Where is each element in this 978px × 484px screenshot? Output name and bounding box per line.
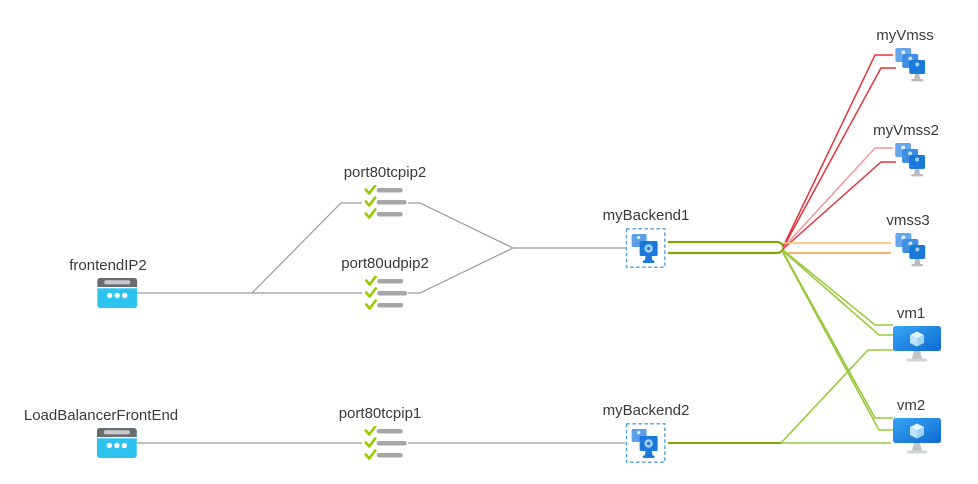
lb-rule-icon (364, 185, 407, 219)
node-port80tcpip1[interactable]: port80tcpip1 (339, 404, 427, 462)
vm-scale-set-icon (895, 48, 925, 82)
node-port80tcpip2[interactable]: port80tcpip2 (343, 163, 427, 221)
node-label: myBackend2 (602, 402, 690, 419)
node-mybackend1[interactable]: myBackend1 (602, 206, 690, 268)
node-label: myBackend1 (602, 207, 690, 224)
node-vm2[interactable]: vm2 (893, 396, 941, 456)
node-label: port80udpip2 (341, 255, 429, 272)
edge-backend1-vm2-2 (782, 252, 893, 431)
node-label: LoadBalancerFrontEnd (23, 407, 179, 424)
node-port80udpip2[interactable]: port80udpip2 (341, 254, 429, 312)
edge-backend1-vm1-2 (782, 250, 893, 336)
node-myvmss[interactable]: myVmss (876, 26, 939, 82)
frontend-ip-icon (97, 278, 137, 308)
node-vmss3[interactable]: vmss3 (886, 211, 931, 267)
node-label: vm1 (896, 305, 926, 322)
node-loadbalancerfrontend[interactable]: LoadBalancerFrontEnd (24, 406, 194, 458)
edge-backend2-vm1 (780, 349, 893, 444)
node-label: myVmss2 (873, 122, 939, 139)
node-myvmss2[interactable]: myVmss2 (873, 121, 943, 177)
vm-scale-set-icon (895, 233, 925, 267)
lb-rule-icon (364, 426, 407, 460)
virtual-machine-icon (893, 418, 941, 454)
edge-backend1-vm2-1 (782, 251, 893, 419)
virtual-machine-icon (893, 326, 941, 362)
node-label: port80tcpip2 (343, 164, 427, 181)
vm-scale-set-icon (895, 143, 925, 177)
node-mybackend2[interactable]: myBackend2 (602, 401, 690, 463)
node-label: frontendIP2 (69, 257, 147, 274)
backend-pool-icon (626, 423, 666, 463)
edge-backend1-vm1-1 (782, 249, 893, 326)
node-label: vmss3 (886, 212, 930, 229)
node-label: port80tcpip1 (338, 405, 422, 422)
frontend-ip-icon (97, 428, 137, 458)
node-vm1[interactable]: vm1 (893, 304, 941, 364)
node-frontendip2[interactable]: frontendIP2 (69, 256, 156, 308)
node-label: myVmss (876, 27, 934, 44)
node-label: vm2 (896, 397, 926, 414)
backend-pool-icon (626, 228, 666, 268)
lb-rule-icon (364, 276, 407, 310)
